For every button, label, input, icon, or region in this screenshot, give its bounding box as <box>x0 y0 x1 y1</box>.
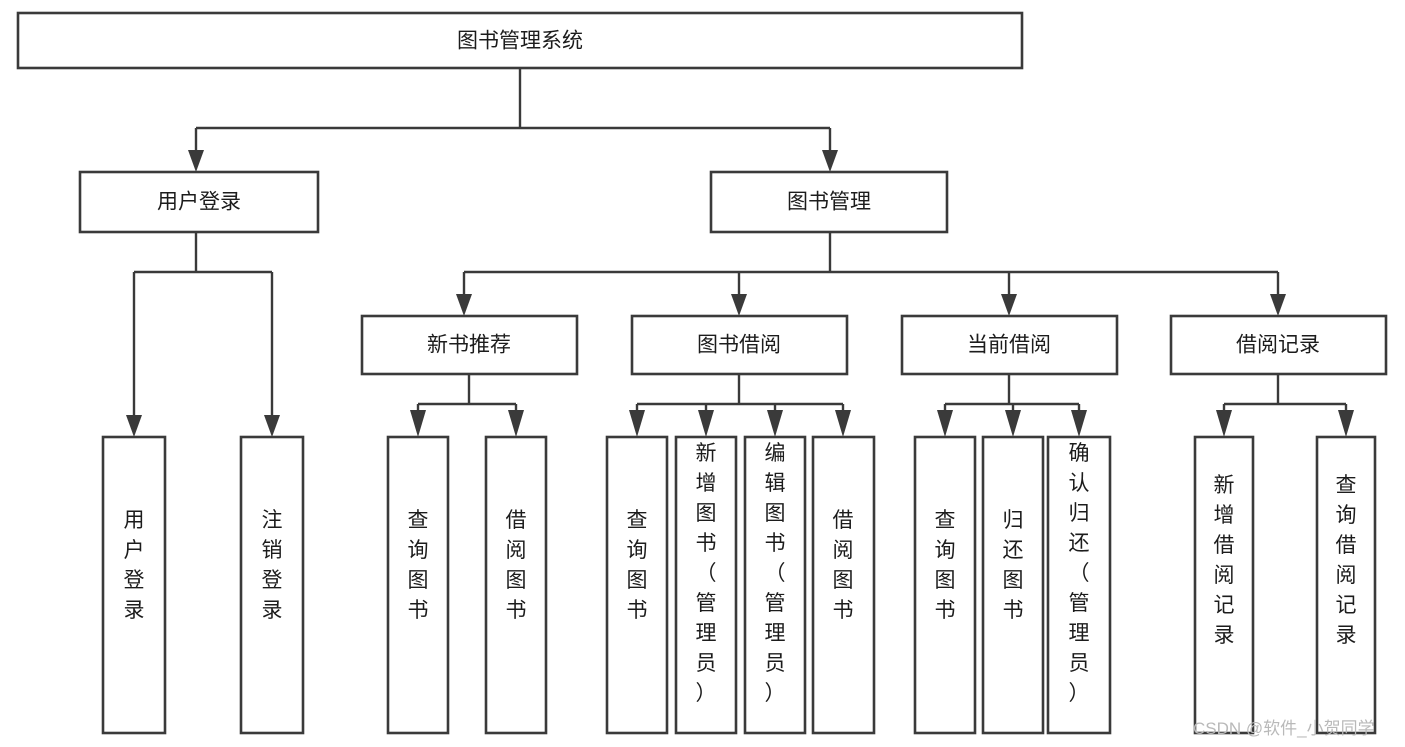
node-leaf-borrow-book-2-box[interactable] <box>811 435 876 735</box>
node-root[interactable]: 图书管理系统 <box>16 11 1024 70</box>
node-borrow-record-label: 借阅记录 <box>1236 334 1320 357</box>
connector-group-new-book-recommend <box>410 374 524 437</box>
arrow-head-leaf-query-record <box>1338 410 1354 437</box>
node-new-book-recommend[interactable]: 新书推荐 <box>360 314 579 376</box>
node-leaf-edit-book-label: 编辑图书（管理员） <box>765 442 786 705</box>
arrow-head-new-book-recommend <box>456 294 472 316</box>
arrow-head-leaf-logout-login <box>264 415 280 437</box>
node-leaf-query-record-label: 查询借阅记录 <box>1336 474 1357 647</box>
node-leaf-edit-book[interactable]: 编辑图书（管理员） <box>743 435 807 735</box>
node-leaf-query-book-2[interactable]: 查询图书 <box>605 435 669 735</box>
node-user-login-label: 用户登录 <box>157 191 241 214</box>
node-book-borrow-label: 图书借阅 <box>697 334 781 357</box>
node-leaf-borrow-book-2-label: 借阅图书 <box>833 509 854 622</box>
node-current-borrow[interactable]: 当前借阅 <box>900 314 1119 376</box>
connector-group-book-borrow <box>629 374 851 437</box>
connector-group-borrow-record <box>1216 374 1354 437</box>
node-leaf-query-book-2-label: 查询图书 <box>627 509 648 622</box>
node-leaf-user-login-box[interactable] <box>101 435 167 735</box>
arrow-head-book-borrow <box>731 294 747 316</box>
node-leaf-query-book-3-label: 查询图书 <box>935 509 956 622</box>
node-leaf-return-book-box[interactable] <box>981 435 1045 735</box>
connector-group-user-login <box>126 232 280 437</box>
node-leaf-query-book-2-box[interactable] <box>605 435 669 735</box>
node-leaf-user-login[interactable]: 用户登录 <box>101 435 167 735</box>
arrow-head-leaf-user-login <box>126 415 142 437</box>
node-leaf-logout-login[interactable]: 注销登录 <box>239 435 305 735</box>
node-leaf-borrow-book-2[interactable]: 借阅图书 <box>811 435 876 735</box>
node-current-borrow-box[interactable] <box>900 314 1119 376</box>
arrow-head-leaf-add-book <box>698 410 714 437</box>
node-leaf-query-record[interactable]: 查询借阅记录 <box>1315 435 1377 735</box>
node-book-management[interactable]: 图书管理 <box>709 170 949 234</box>
node-leaf-query-book-1[interactable]: 查询图书 <box>386 435 450 735</box>
node-leaf-add-book-box[interactable] <box>674 435 738 735</box>
node-book-borrow[interactable]: 图书借阅 <box>630 314 849 376</box>
arrow-head-book-management <box>822 150 838 172</box>
node-book-management-box[interactable] <box>709 170 949 234</box>
node-leaf-add-book-label: 新增图书（管理员） <box>696 442 717 705</box>
node-leaf-query-book-1-box[interactable] <box>386 435 450 735</box>
arrow-head-user-login <box>188 150 204 172</box>
node-leaf-edit-book-box[interactable] <box>743 435 807 735</box>
node-book-borrow-box[interactable] <box>630 314 849 376</box>
connector-group-current-borrow <box>937 374 1087 437</box>
arrow-head-leaf-edit-book <box>767 410 783 437</box>
arrow-head-current-borrow <box>1001 294 1017 316</box>
node-leaf-add-record-label: 新增借阅记录 <box>1214 474 1235 647</box>
node-leaf-confirm-return-box[interactable] <box>1046 435 1112 735</box>
node-leaf-add-record-box[interactable] <box>1193 435 1255 735</box>
node-new-book-recommend-label: 新书推荐 <box>427 334 511 357</box>
node-leaf-logout-login-box[interactable] <box>239 435 305 735</box>
node-borrow-record[interactable]: 借阅记录 <box>1169 314 1388 376</box>
arrow-head-leaf-query-book-3 <box>937 410 953 437</box>
arrow-head-leaf-query-book-2 <box>629 410 645 437</box>
node-root-box[interactable] <box>16 11 1024 70</box>
arrow-head-leaf-query-book-1 <box>410 410 426 437</box>
arrow-head-leaf-return-book <box>1005 410 1021 437</box>
node-leaf-borrow-book-1-box[interactable] <box>484 435 548 735</box>
csdn-watermark: CSDN @软件_小贺同学 <box>1193 719 1375 738</box>
node-leaf-query-book-1-label: 查询图书 <box>408 509 429 622</box>
node-leaf-add-book[interactable]: 新增图书（管理员） <box>674 435 738 735</box>
arrow-head-leaf-add-record <box>1216 410 1232 437</box>
node-leaf-return-book-label: 归还图书 <box>1003 509 1024 622</box>
arrow-head-borrow-record <box>1270 294 1286 316</box>
node-user-login-box[interactable] <box>78 170 320 234</box>
node-leaf-confirm-return[interactable]: 确认归还（管理员） <box>1046 435 1112 735</box>
node-leaf-query-record-box[interactable] <box>1315 435 1377 735</box>
node-leaf-borrow-book-1-label: 借阅图书 <box>506 509 527 622</box>
node-new-book-recommend-box[interactable] <box>360 314 579 376</box>
node-leaf-borrow-book-1[interactable]: 借阅图书 <box>484 435 548 735</box>
node-leaf-return-book[interactable]: 归还图书 <box>981 435 1045 735</box>
node-borrow-record-box[interactable] <box>1169 314 1388 376</box>
node-leaf-add-record[interactable]: 新增借阅记录 <box>1193 435 1255 735</box>
node-leaf-confirm-return-label: 确认归还（管理员） <box>1069 442 1090 705</box>
connector-group-root <box>188 68 838 172</box>
node-root-label: 图书管理系统 <box>457 30 583 53</box>
node-current-borrow-label: 当前借阅 <box>967 334 1051 357</box>
connector-group-book-management <box>456 232 1286 316</box>
arrow-head-leaf-borrow-book-2 <box>835 410 851 437</box>
node-leaf-query-book-3[interactable]: 查询图书 <box>913 435 977 735</box>
node-leaf-user-login-label: 用户登录 <box>124 509 145 622</box>
node-book-management-label: 图书管理 <box>787 191 871 214</box>
arrow-head-leaf-confirm-return <box>1071 410 1087 437</box>
node-leaf-logout-login-label: 注销登录 <box>262 509 283 622</box>
node-leaf-query-book-3-box[interactable] <box>913 435 977 735</box>
arrow-head-leaf-borrow-book-1 <box>508 410 524 437</box>
node-user-login[interactable]: 用户登录 <box>78 170 320 234</box>
